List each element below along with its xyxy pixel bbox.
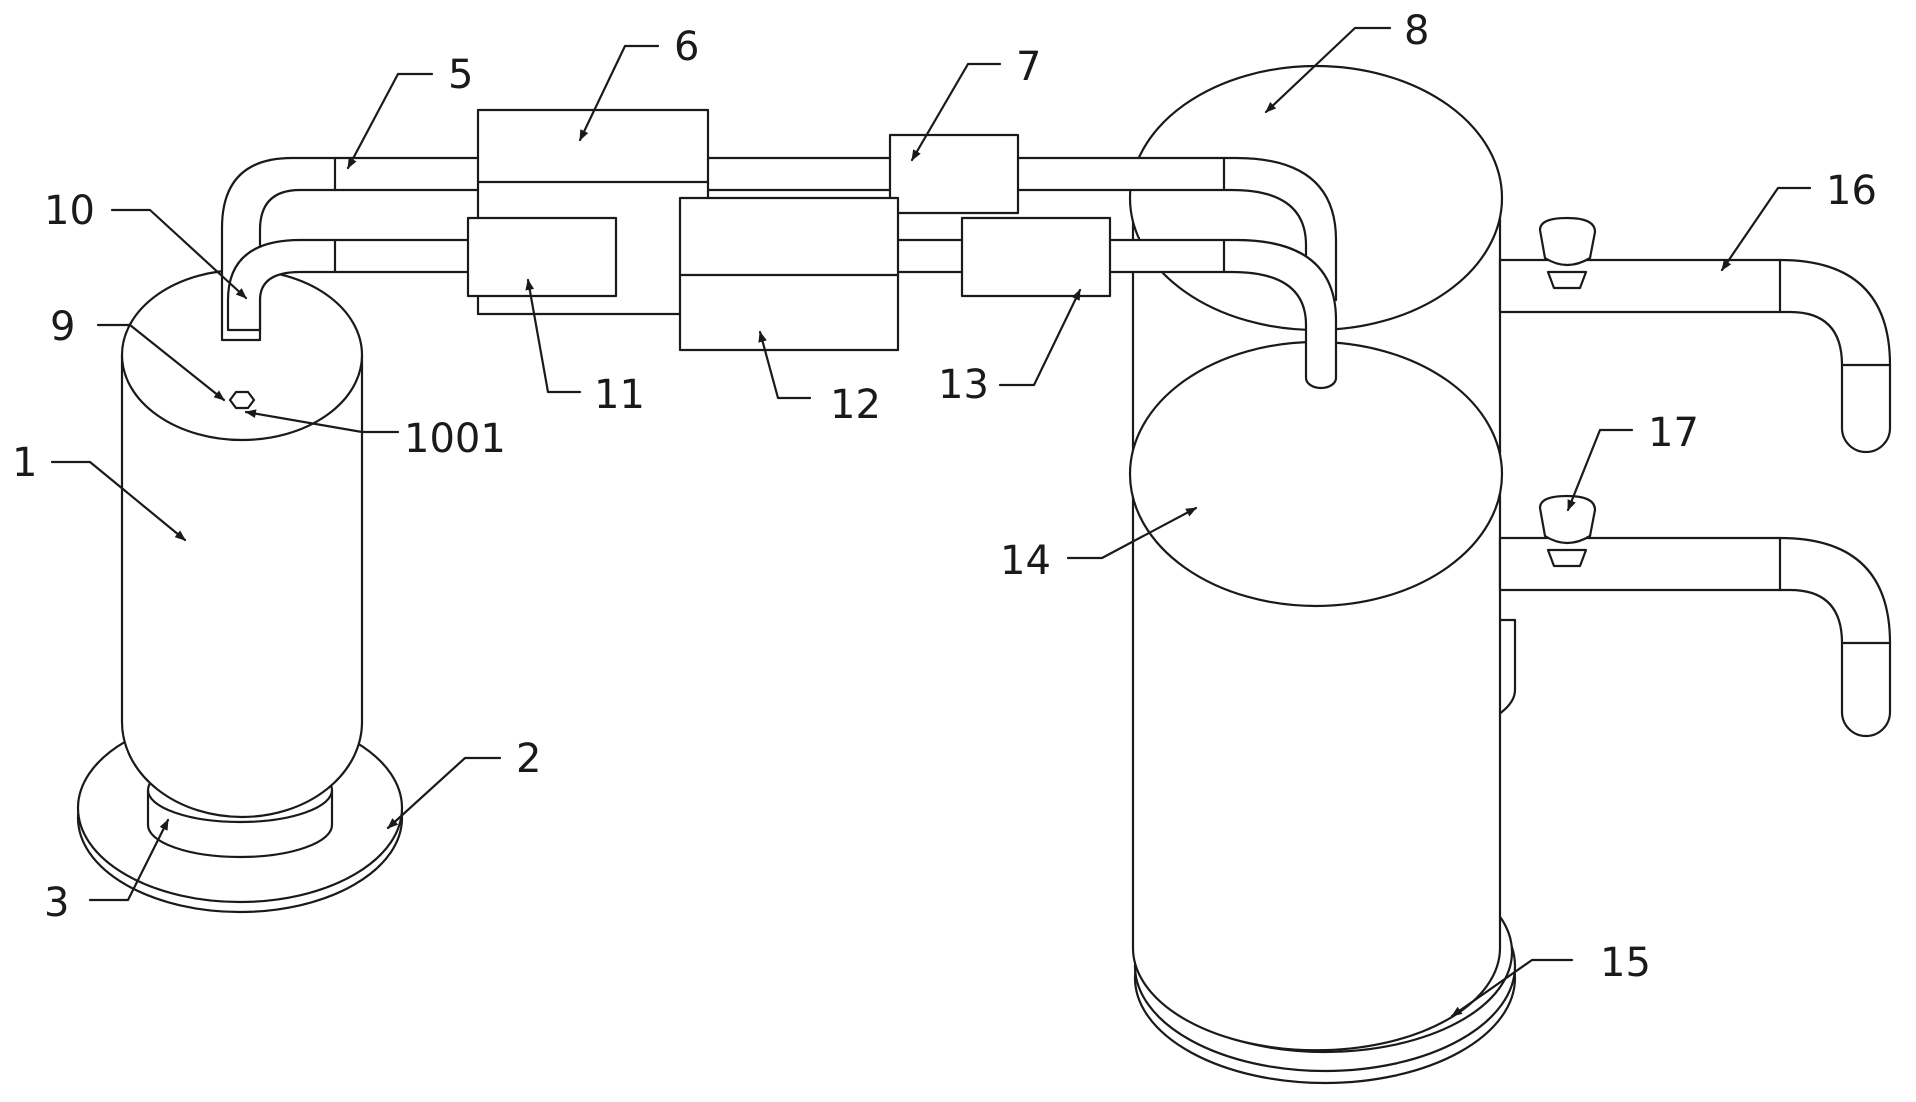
label-1001: 1001	[404, 416, 506, 462]
label-5: 5	[448, 52, 473, 98]
label-3: 3	[44, 880, 69, 926]
label-2: 2	[516, 736, 541, 782]
label-10: 10	[44, 188, 95, 234]
label-9: 9	[50, 304, 75, 350]
label-14: 14	[1000, 538, 1051, 584]
component-box-13	[962, 218, 1110, 296]
component-box-7	[890, 135, 1018, 213]
leader-16	[1722, 188, 1810, 270]
label-1: 1	[12, 440, 37, 486]
label-13: 13	[938, 362, 989, 408]
component-box-11	[468, 218, 616, 296]
label-12: 12	[830, 382, 881, 428]
outlet-pipe-lower	[1500, 496, 1890, 736]
leader-2	[388, 758, 500, 828]
left-tank	[78, 270, 402, 912]
pipe-fitting	[230, 392, 254, 408]
label-7: 7	[1016, 44, 1041, 90]
leader-13	[1000, 290, 1080, 385]
label-6: 6	[674, 24, 699, 70]
label-17: 17	[1648, 410, 1699, 456]
label-8: 8	[1404, 8, 1429, 54]
label-16: 16	[1826, 168, 1877, 214]
leader-5	[348, 74, 432, 168]
label-11: 11	[594, 372, 645, 418]
label-15: 15	[1600, 940, 1651, 986]
